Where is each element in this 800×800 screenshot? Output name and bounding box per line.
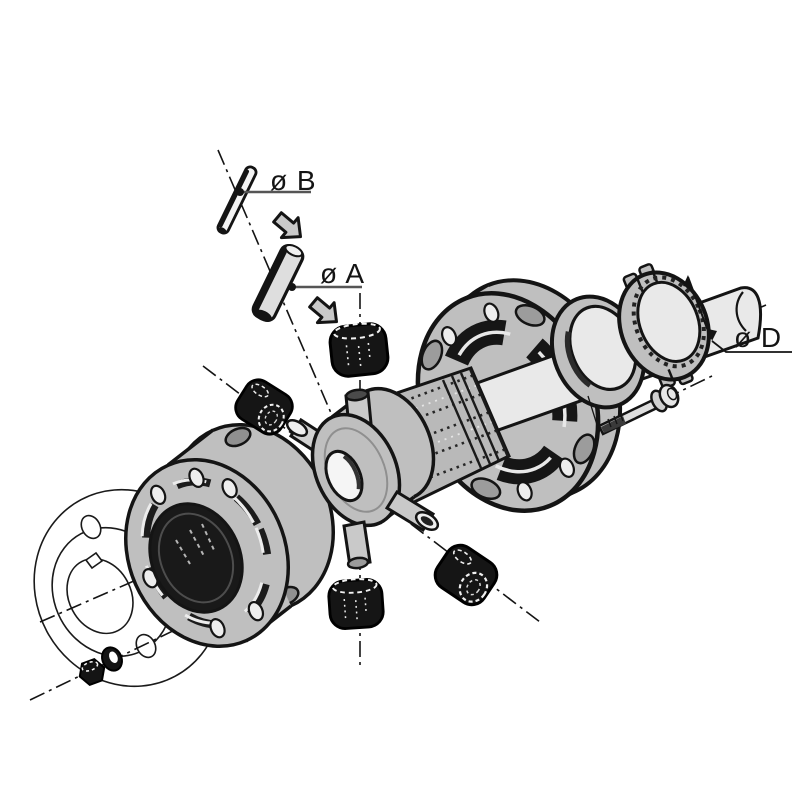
washer	[101, 646, 123, 672]
bolt	[587, 383, 680, 436]
drive-flange	[123, 422, 336, 649]
bolt-guide-line	[587, 395, 599, 429]
insertion-arrow-top	[267, 205, 311, 249]
dia-d-text: ø D	[734, 322, 782, 353]
dim-arrowhead-bottom	[708, 329, 717, 341]
label-dia-d: ø D	[683, 275, 792, 353]
dia-a-text: ø A	[320, 258, 365, 289]
label-dia-b: ø B	[236, 165, 317, 196]
dia-b-text: ø B	[270, 165, 317, 196]
pin-a	[251, 243, 305, 322]
rubber-roller-top	[326, 319, 391, 380]
insertion-arrow-bottom	[303, 290, 347, 334]
dim-arrowhead-top	[683, 275, 692, 288]
dia-a-dot	[288, 283, 296, 291]
pin-b	[216, 165, 258, 235]
rubber-roller-right	[427, 537, 505, 613]
clamp-ring	[617, 263, 711, 390]
rubber-roller-bottom	[326, 576, 386, 631]
dia-b-dot	[236, 188, 244, 196]
centerline-pin-insertion	[217, 149, 353, 463]
spider-bore	[324, 449, 364, 503]
spider-pin-right	[384, 489, 440, 533]
spider-hub	[285, 386, 440, 570]
label-dia-a: ø A	[288, 258, 365, 291]
hex-nut	[78, 658, 106, 686]
spider-pin-bottom	[342, 520, 372, 570]
